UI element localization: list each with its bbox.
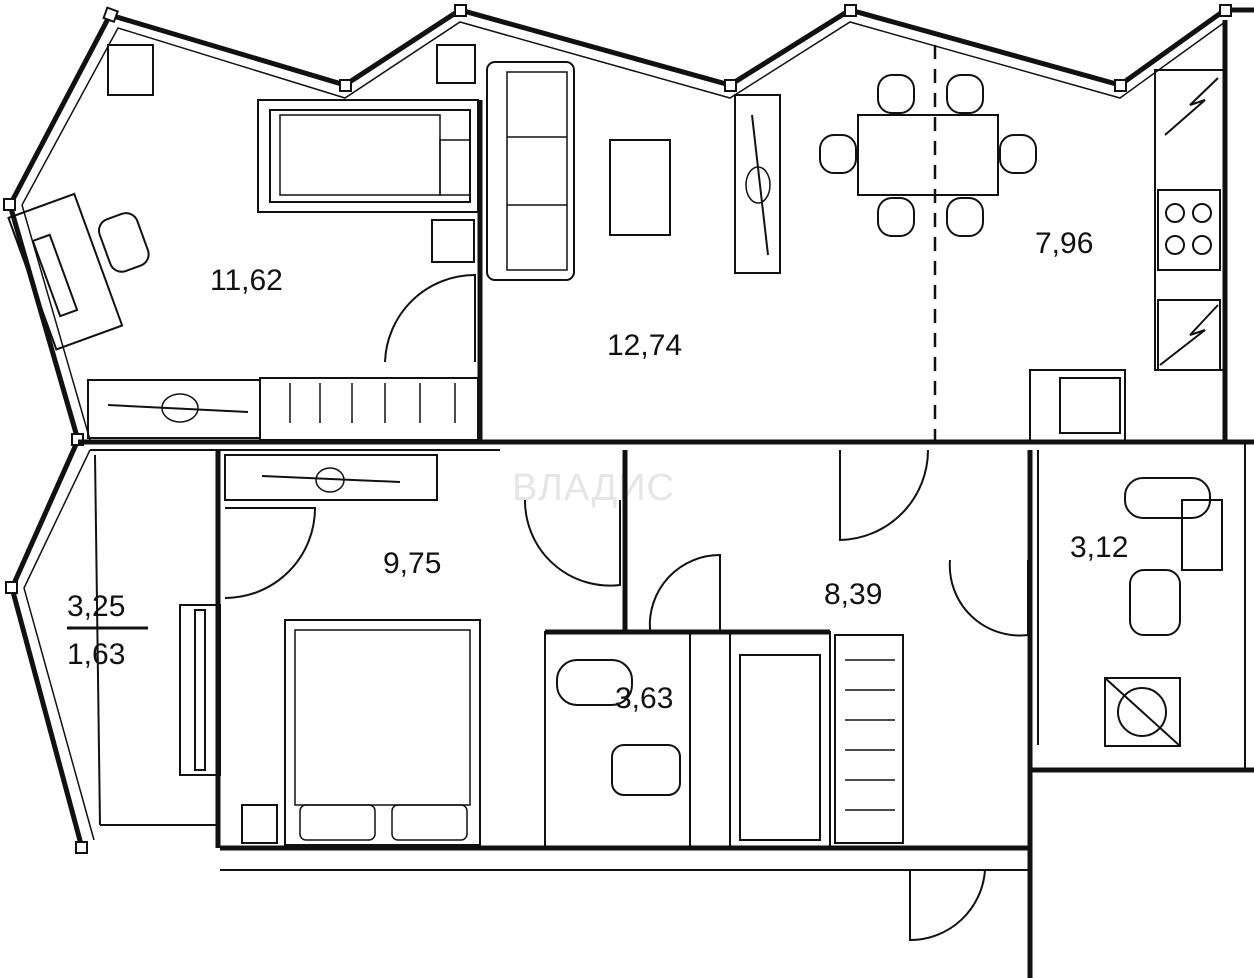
- area-bedroom: 9,75: [383, 547, 441, 580]
- washer-wc: [1104, 677, 1181, 747]
- wardrobe-left: [87, 377, 479, 441]
- nightstand-bedroom: [241, 804, 278, 844]
- bed: [284, 619, 481, 846]
- toilet-bath: [556, 659, 633, 706]
- desk: [7, 192, 150, 351]
- area-room-left: 11,62: [210, 264, 283, 297]
- area-bath: 3,63: [615, 682, 673, 715]
- sofa-living: [486, 61, 575, 281]
- doors: [224, 273, 1029, 942]
- cabinet-square: [436, 44, 476, 84]
- sofa-bed-left: [257, 99, 479, 213]
- area-balcony-bottom: 1,63: [67, 638, 125, 671]
- wardrobe-bedroom: [224, 454, 438, 501]
- nightstand-left: [107, 44, 154, 96]
- tv-unit: [734, 94, 781, 274]
- area-balcony-top: 3,25: [67, 590, 125, 623]
- bathtub: [739, 654, 821, 841]
- coffee-table: [609, 139, 671, 236]
- sink-wc: [1129, 569, 1181, 636]
- exterior-window-wall: [3, 4, 1254, 854]
- side-table: [431, 219, 475, 263]
- area-wc: 3,12: [1070, 531, 1128, 564]
- watermark: ВЛАДИС: [512, 467, 675, 509]
- sink-bath: [611, 744, 681, 796]
- area-hall: 8,39: [824, 578, 882, 611]
- toilet-wc: [1124, 477, 1211, 519]
- kitchen-counter: [1059, 77, 1221, 434]
- area-living: 12,74: [607, 329, 682, 362]
- dining-set: [819, 74, 1037, 237]
- area-kitchen: 7,96: [1035, 227, 1093, 260]
- interior-walls: [78, 20, 1254, 978]
- wardrobe-hall: [834, 634, 904, 844]
